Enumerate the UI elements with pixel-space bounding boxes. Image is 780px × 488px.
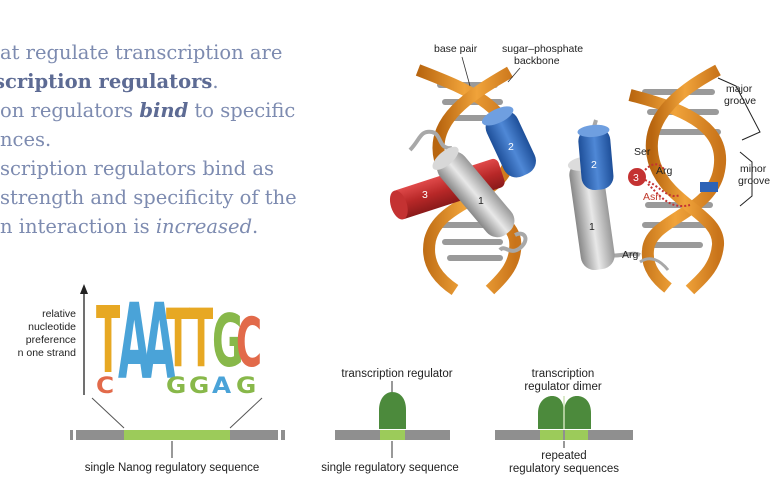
helix-2-label-left: 2	[508, 141, 514, 153]
arg-label-1: Arg	[656, 165, 673, 177]
sugar-phosphate-label-2: backbone	[514, 55, 560, 67]
bullet-text: at regulate transcription are scription …	[0, 38, 360, 241]
nanog-label: single Nanog regulatory sequence	[85, 462, 260, 474]
bullet-line-5: scription regulators bind as	[0, 157, 274, 180]
minor-groove-label-2: groove	[738, 175, 770, 187]
ser-label: Ser	[634, 146, 651, 158]
major-groove-label-1: major	[726, 83, 753, 95]
dimer-schematic: transcription regulator dimer repeated r…	[495, 368, 633, 475]
bullet-line-3: on regulators bind to specific	[0, 99, 296, 122]
helix-3-label-mid: 3	[633, 172, 639, 184]
bullet-line-6: strength and specificity of the	[0, 186, 297, 209]
logo-letter-top-t: T	[189, 292, 213, 385]
asn-label: Asn	[643, 191, 661, 203]
major-groove-label-2: groove	[724, 95, 756, 107]
logo-letter-top-a: A	[118, 281, 150, 403]
logo-letter-bottom-a: A	[212, 372, 232, 398]
sugar-phosphate-label-1: sugar–phosphate	[502, 43, 583, 55]
helix-1-label-mid: 1	[589, 221, 595, 233]
regulator-protein	[379, 392, 406, 429]
logo-ylabel-1: relative	[42, 308, 76, 320]
protein-loop-left	[408, 129, 528, 253]
repeated-label-2: regulatory sequences	[509, 463, 619, 475]
repeated-label-1: repeated	[541, 450, 586, 462]
single-regulator-schematic: transcription regulator single regulator…	[321, 368, 458, 474]
helix-1-left	[432, 146, 515, 238]
arg-label-2: Arg	[622, 249, 639, 261]
sequence-logo: relative nucleotide preference n one str…	[18, 281, 263, 429]
helix-2-left	[481, 106, 536, 178]
logo-letter-top-t: T	[166, 292, 190, 385]
dimer-label-2: regulator dimer	[524, 381, 602, 393]
logo-ylabel-3: preference	[26, 334, 76, 346]
logo-letter-top-a: A	[143, 281, 175, 403]
dna-right: 3 Ser Arg Asn Arg major groove minor gro…	[622, 64, 770, 295]
helix-3-end-mid	[628, 168, 646, 186]
helix-3-label-left: 3	[422, 189, 428, 201]
dimer-subunit-left	[538, 396, 564, 429]
dimer-subunit-right	[564, 396, 591, 429]
logo-letter-bottom-c: C	[96, 372, 114, 398]
dimer-label-1: transcription	[532, 368, 595, 380]
bullet-line-7: n interaction is increased.	[0, 215, 259, 238]
logo-letter-top-t: T	[96, 288, 120, 395]
bullet-line-4: nces.	[0, 128, 52, 151]
helix-1-label-left: 1	[478, 195, 484, 207]
bullet-line-2: scription regulators.	[0, 70, 219, 93]
logo-ylabel-2: nucleotide	[28, 321, 76, 333]
logo-letter-bottom-g: G	[236, 372, 256, 398]
regulator-label: transcription regulator	[341, 368, 452, 380]
minor-groove-label-1: minor	[740, 163, 767, 175]
bullet-line-1: at regulate transcription are	[0, 41, 283, 64]
dna-protein-complex-left: 3 1 2	[389, 64, 536, 295]
logo-letter-bottom-g: G	[166, 372, 186, 398]
nanog-schematic: single Nanog regulatory sequence	[70, 430, 285, 474]
logo-letter-top-c: C	[236, 303, 262, 382]
single-seq-label: single regulatory sequence	[321, 462, 458, 474]
logo-letter-top-g: G	[212, 299, 244, 384]
helix-2-label-mid: 2	[591, 159, 597, 171]
logo-ylabel-4: n one strand	[18, 347, 77, 359]
protein-middle: 2 1	[567, 119, 641, 271]
base-pair-label: base pair	[434, 43, 478, 55]
logo-letter-bottom-g: G	[189, 372, 209, 398]
